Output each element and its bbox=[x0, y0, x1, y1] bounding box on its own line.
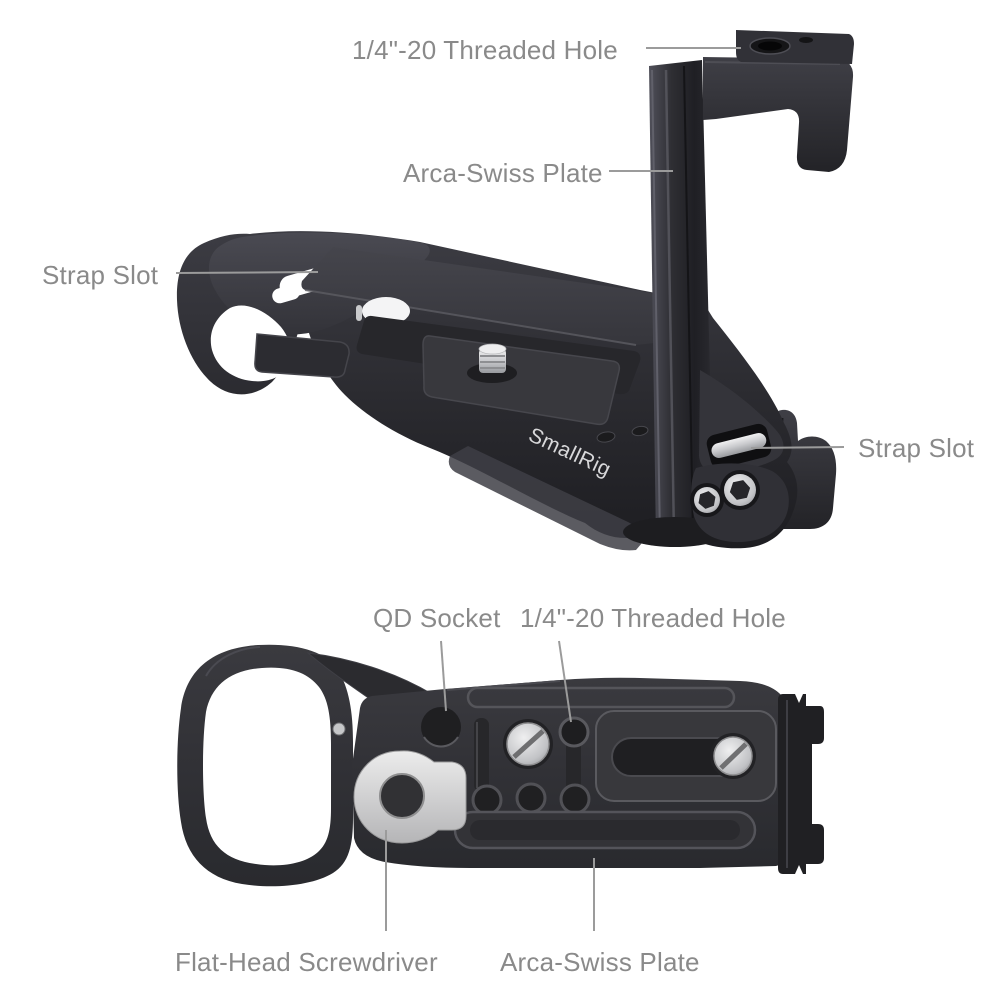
top-figure-l-bracket: SmallRig bbox=[176, 30, 854, 551]
callout-label-qd-socket: QD Socket bbox=[373, 603, 501, 633]
arca-swiss-plate-vertical bbox=[649, 60, 714, 542]
callout-line-threaded-hole-bottom bbox=[558, 640, 572, 723]
callout-label-arca-swiss-bottom: Arca-Swiss Plate bbox=[500, 947, 700, 977]
quarter-inch-threaded-hole-bottom bbox=[558, 716, 590, 748]
strap-pin bbox=[711, 433, 767, 458]
mounting-panel bbox=[422, 335, 621, 426]
callout-label-strap-slot-left: Strap Slot bbox=[42, 260, 159, 290]
quarter-inch-stud-screw bbox=[478, 343, 507, 373]
callout-line-qd-socket bbox=[440, 640, 447, 712]
callout-label-threaded-hole-bottom: 1/4"-20 Threaded Hole bbox=[520, 603, 786, 633]
top-threaded-tab bbox=[736, 30, 854, 64]
strap-slot-cutout-small bbox=[272, 284, 300, 304]
front-chamfer bbox=[448, 446, 643, 551]
qd-socket-hole bbox=[421, 707, 461, 747]
threaded-hole bbox=[515, 782, 547, 814]
flat-head-screw-center bbox=[506, 722, 550, 766]
screw-hole bbox=[631, 425, 649, 437]
screw-hole bbox=[596, 431, 616, 443]
flat-head-screw-knob bbox=[353, 750, 467, 844]
strap-slot-housing bbox=[699, 370, 784, 472]
threaded-hole bbox=[559, 783, 591, 815]
threaded-hole bbox=[471, 784, 503, 816]
base-top-face bbox=[301, 247, 703, 345]
callout-label-flat-head-screwdriver: Flat-Head Screwdriver bbox=[175, 947, 438, 977]
callout-line-strap-slot-left bbox=[175, 271, 319, 274]
callout-line-strap-slot-right bbox=[750, 446, 845, 449]
arca-rail-recess bbox=[595, 710, 777, 802]
callout-label-strap-slot-right: Strap Slot bbox=[858, 433, 975, 463]
grip-loop-ring bbox=[177, 644, 353, 887]
locating-pin bbox=[356, 305, 362, 321]
bottom-figure-base-plate bbox=[177, 644, 824, 887]
lever-pivot-pin bbox=[332, 722, 346, 736]
alignment-rod bbox=[566, 740, 581, 792]
top-groove bbox=[466, 686, 736, 709]
hex-screw-mount bbox=[690, 463, 789, 543]
top-hook bbox=[703, 57, 854, 172]
grip-lever bbox=[254, 333, 350, 378]
clamp-block bbox=[778, 694, 824, 874]
small-hole bbox=[799, 37, 813, 43]
callout-label-threaded-hole-top: 1/4"-20 Threaded Hole bbox=[352, 35, 618, 65]
callout-label-arca-swiss-top: Arca-Swiss Plate bbox=[403, 158, 603, 188]
callout-lines bbox=[175, 47, 845, 931]
